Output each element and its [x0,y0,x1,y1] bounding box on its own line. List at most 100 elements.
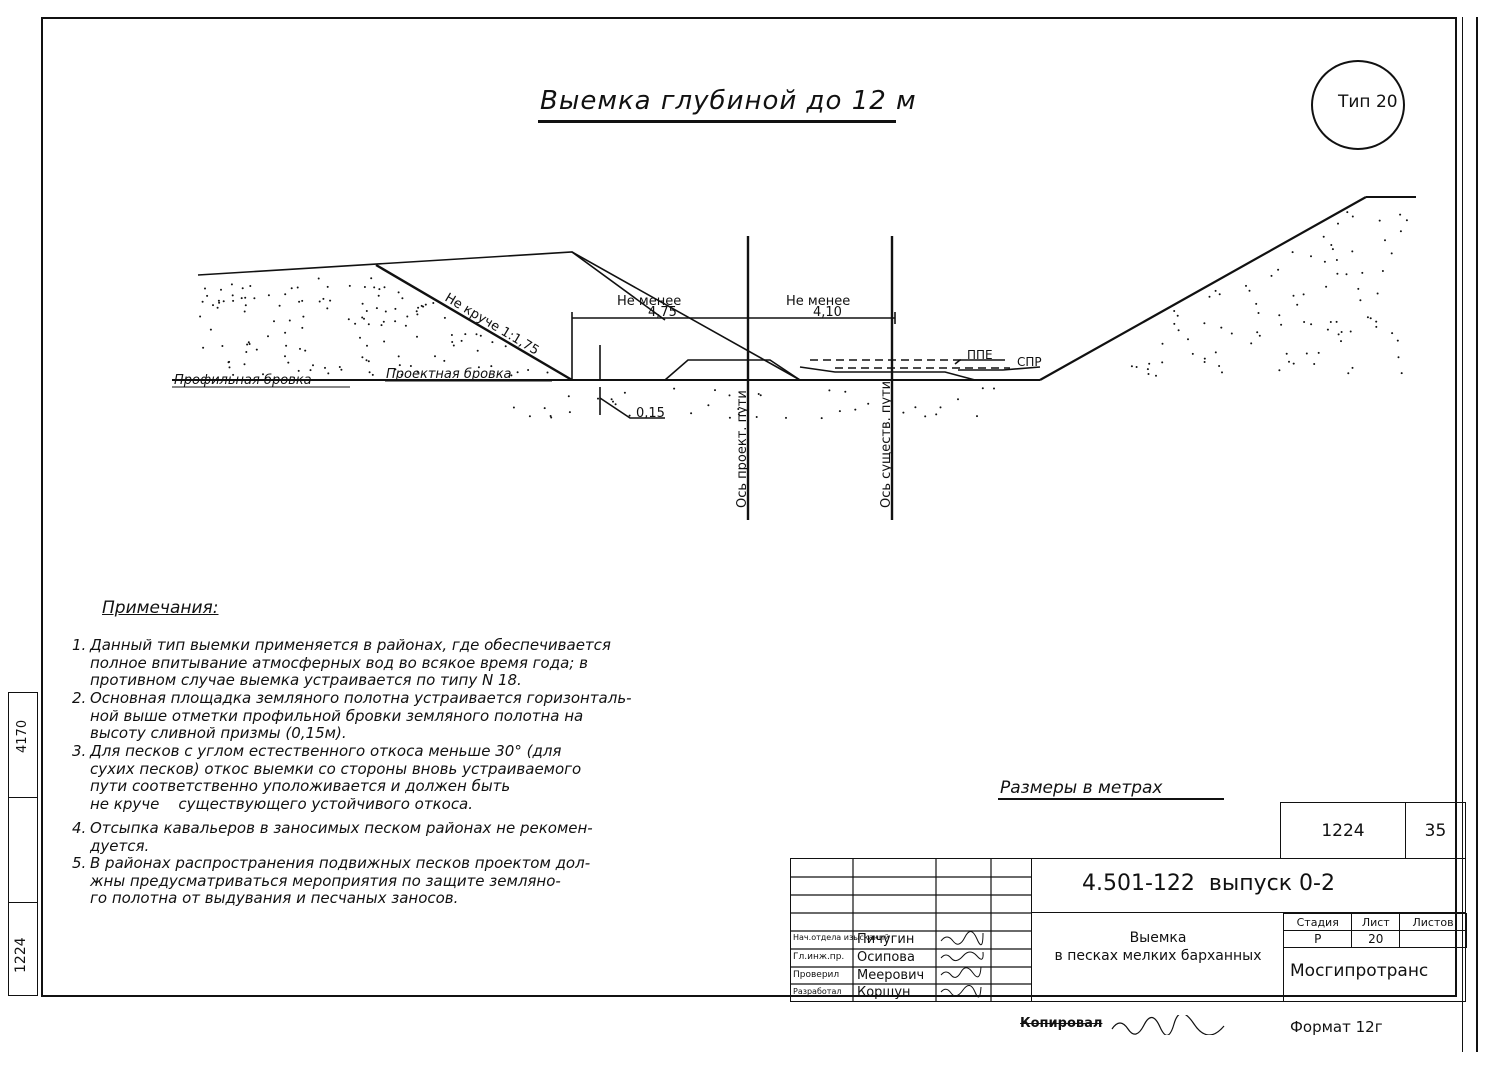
sand-dot [1250,342,1253,345]
name-3: Меерович [857,968,925,983]
dimensions-underline [998,798,1224,800]
sand-dot [361,302,364,305]
design-edge-label: Проектная бровка [386,367,512,382]
sand-dot [1351,366,1354,369]
left-ground-line [197,251,666,321]
sand-dot [902,411,905,414]
sand-dot [1285,352,1288,355]
sand-dot [477,366,480,369]
sand-dot [340,368,343,371]
org-cell: Мосгипротранс [1283,947,1465,1001]
sand-dot [1310,255,1312,258]
sand-dot [546,371,549,374]
sand-dot [1288,360,1290,363]
sand-dot [377,294,380,297]
copier-signature [1111,1015,1225,1035]
sand-dot [329,299,332,302]
sand-dot [443,359,446,362]
sand-dot [1357,287,1360,290]
existing-axis-label: Ось существ. пути [879,381,894,508]
sand-dot [363,317,365,320]
sand-dot [216,306,219,309]
sand-dot [361,316,364,319]
type-circle [1311,60,1405,150]
sand-dot [1396,339,1399,342]
sand-dot [284,293,287,296]
sand-dot [380,324,383,327]
sand-dot [400,373,403,376]
existing-slope-line [571,251,801,381]
sand-dot [1296,303,1299,306]
sand-dot [249,285,252,287]
sand-dot [1366,316,1369,319]
sand-dot [1351,215,1354,218]
sand-dot [1173,322,1176,325]
sand-dot [1381,270,1384,272]
sand-dot [512,406,515,409]
sand-dot [567,395,570,398]
sand-dot [1384,239,1386,242]
sand-dot [1256,331,1259,334]
sand-dot [737,413,740,416]
ballast-prism [664,359,801,381]
note-item: 4.Отсыпка кавальеров в заносимых песком … [72,819,593,855]
sand-dot [1337,222,1339,225]
sand-dot [404,324,407,327]
note-text: Отсыпка кавальеров в заносимых песком ра… [90,819,593,855]
note-text: Основная площадка земляного полотна устр… [90,689,632,742]
sand-dot [1305,352,1308,355]
sand-dot [844,390,847,393]
sand-dot [1345,273,1348,276]
sand-dot [378,288,381,291]
sand-dot [394,307,397,310]
sand-dot [460,339,463,342]
sand-dot [368,371,371,374]
sand-dot [1280,323,1283,326]
doc-code-cell: 4.501-122 выпуск 0-2 [1031,859,1465,913]
sand-dot [212,304,214,307]
sand-dot [202,346,205,349]
sand-dot [443,316,446,319]
sand-dot [1313,363,1316,365]
sand-dot [1161,342,1164,345]
sand-dot [243,310,246,313]
dimensions-note: Размеры в метрах [1000,778,1163,798]
sand-dot [1303,321,1306,323]
sand-dot [510,374,513,377]
sand-dot [383,286,386,289]
sand-dot [1173,310,1176,312]
sand-dot [297,369,300,372]
sand-dot [244,304,247,307]
sand-dot [326,307,329,310]
sand-dot [451,341,454,343]
signature-grid: Нач.отдела изысканий Пичугин Гл.инж.пр. … [791,859,1031,1001]
sand-dot [1369,317,1372,320]
side-stamp-middle [8,797,38,903]
sand-dot [217,299,220,302]
sand-dot [479,334,482,337]
sand-dot [854,408,857,411]
sand-dot [527,369,530,371]
sand-dot [1277,268,1280,271]
side-stamp-bottom: 1224 [8,902,38,996]
sand-dot [267,335,269,338]
sand-dot [1347,372,1350,375]
sand-dot [828,389,831,392]
stage-header: Стадия [1282,913,1353,931]
sand-dot [382,320,385,323]
sand-dot [322,297,325,300]
sand-dot [221,345,224,347]
sand-dot [218,301,221,304]
sheet-header: Лист [1351,913,1401,931]
drawing-frame [41,17,1457,997]
sand-dot [397,355,400,358]
sand-dot [1203,361,1206,363]
sand-dot [1340,340,1342,343]
sand-dot [464,333,467,336]
sand-dot [199,315,202,318]
sand-dot [370,277,373,280]
sand-dot [206,294,209,297]
sand-dot [1258,334,1261,337]
sand-dot [1230,332,1233,335]
sand-dot [312,364,314,367]
